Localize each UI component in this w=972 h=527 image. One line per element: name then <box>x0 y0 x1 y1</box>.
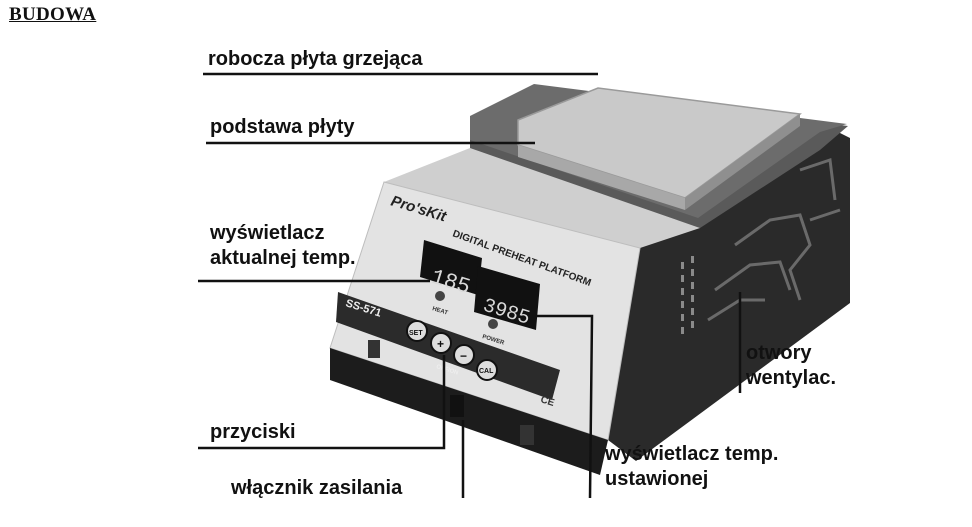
svg-text:−: − <box>460 349 467 363</box>
bottom-band <box>330 348 608 475</box>
side-panel <box>608 122 850 461</box>
leader-lines <box>198 72 742 499</box>
ce-mark: CE <box>539 394 556 409</box>
cal-button: CAL <box>476 359 498 381</box>
heat-indicator-label: HEAT <box>431 306 448 316</box>
plus-button: + <box>430 332 452 354</box>
label-plate-base: podstawa płyty <box>210 116 355 138</box>
label-buttons: przyciski <box>210 421 296 443</box>
heat-indicator-led <box>435 291 445 301</box>
label-set-temp-display: wyświetlacz temp. ustawionej <box>605 443 779 490</box>
power-switch <box>450 395 464 417</box>
section-title: BUDOWA <box>9 4 97 25</box>
body-top <box>384 148 700 248</box>
svg-text:CAL: CAL <box>479 368 494 375</box>
label-power-switch: włącznik zasilania <box>231 477 403 499</box>
set-button: SET <box>406 320 428 342</box>
svg-text:+: + <box>437 337 444 351</box>
label-vents: otwory wentylac. <box>746 342 837 389</box>
label-heating-plate: robocza płyta grzejąca <box>208 48 423 70</box>
label-actual-temp-display: wyświetlacz aktualnej temp. <box>210 222 356 269</box>
svg-text:SET: SET <box>409 330 423 337</box>
minus-button: − <box>453 344 475 366</box>
set-temp-display: 3985 <box>474 266 540 331</box>
actual-temp-display: 185 <box>420 240 482 300</box>
vent-holes <box>681 256 694 334</box>
power-indicator-led <box>488 319 498 329</box>
